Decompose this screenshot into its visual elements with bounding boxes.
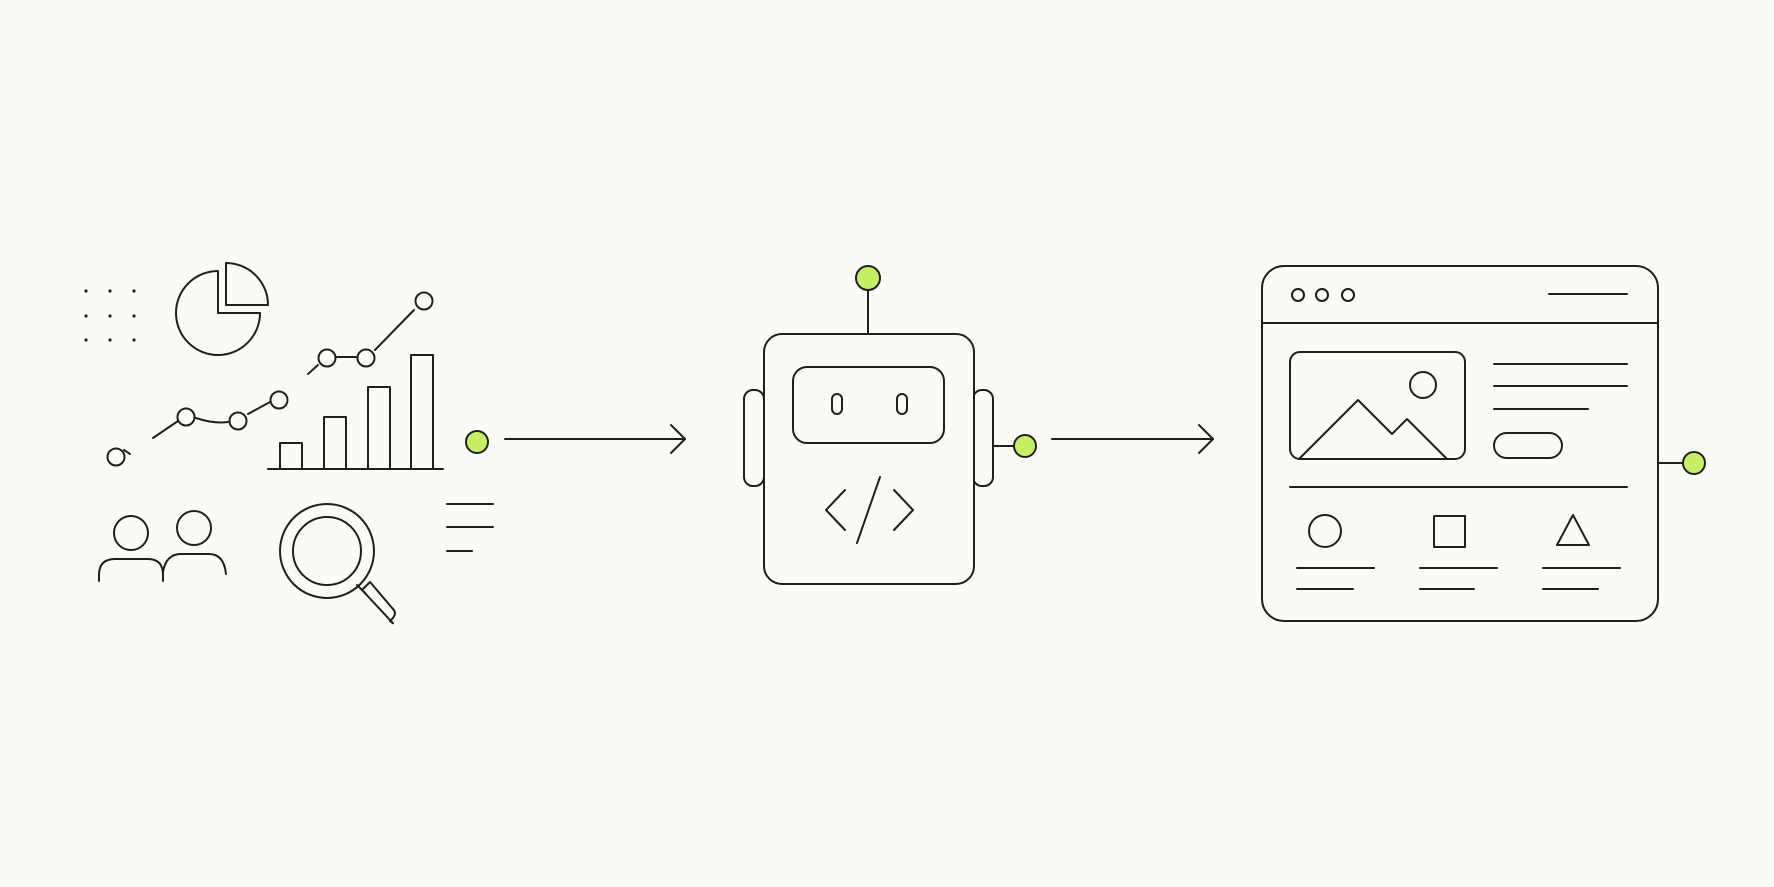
robot-code-generator-icon <box>743 265 1037 585</box>
output-port-icon <box>465 430 489 454</box>
arrow-right-icon <box>1051 424 1214 454</box>
users-icon <box>98 510 227 582</box>
text-lines-icon <box>446 503 494 552</box>
line-chart-icon <box>106 291 434 467</box>
cta-button-shape <box>1493 432 1563 459</box>
image-placeholder-icon <box>1289 351 1466 460</box>
shape-triangle-icon <box>1556 514 1590 546</box>
output-port-icon <box>1682 451 1706 475</box>
arrow-right-icon <box>504 424 686 454</box>
output-port-icon <box>1013 434 1037 458</box>
dot-grid-icon <box>84 289 136 342</box>
code-brackets-icon <box>825 476 914 544</box>
pie-chart-icon <box>175 262 269 356</box>
window-controls-icon <box>1291 288 1355 302</box>
shape-circle-icon <box>1308 514 1342 548</box>
bar-chart-icon <box>267 354 444 470</box>
shape-square-icon <box>1433 515 1466 548</box>
browser-webpage-icon <box>1261 265 1706 622</box>
antenna-light-icon <box>855 265 881 291</box>
magnifier-icon <box>279 503 396 625</box>
data-analytics-cluster-icon <box>84 262 494 625</box>
